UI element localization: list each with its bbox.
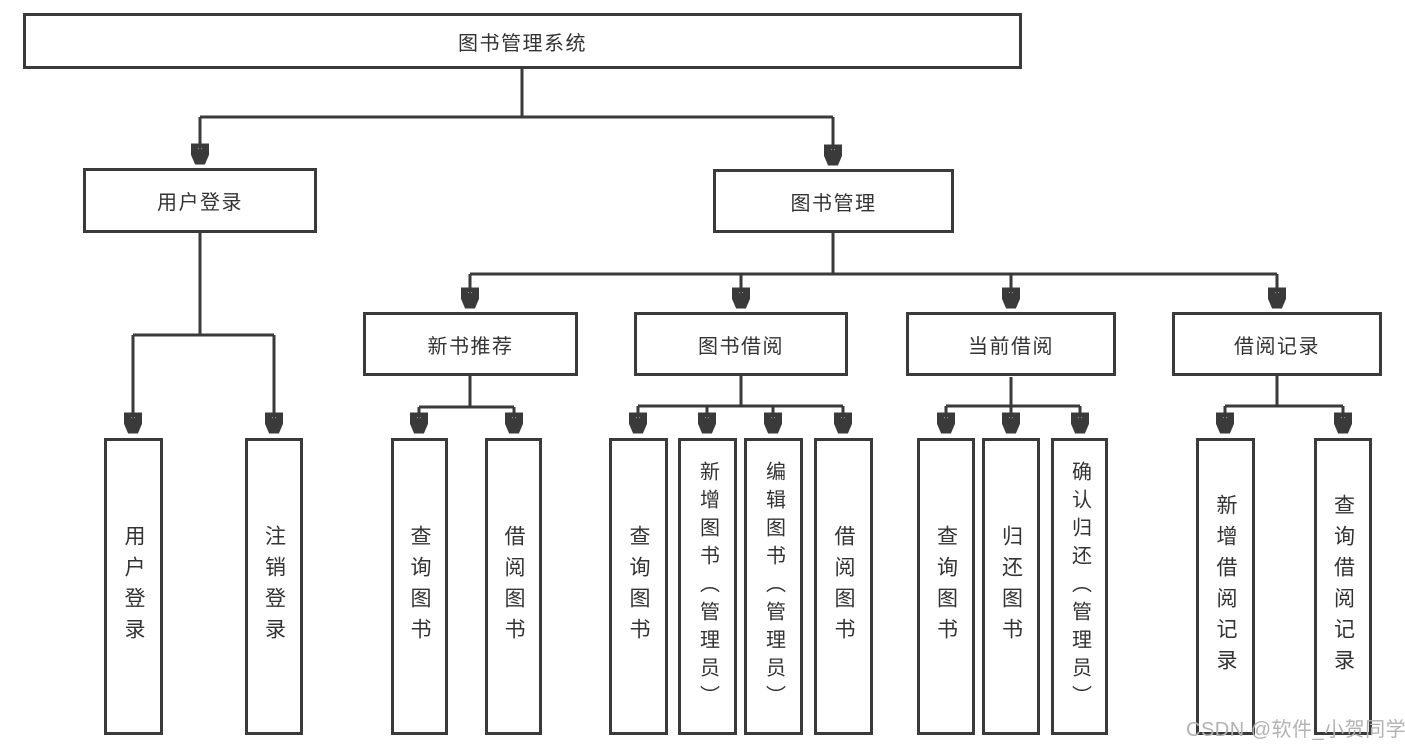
connector-borrow-records-bus (1225, 376, 1343, 408)
connector-user-login-bus (133, 233, 274, 337)
node-current-borrow: 当前借阅 (906, 312, 1116, 376)
leaf-bw-query-books-label: 查询图书 (627, 524, 650, 649)
leaf-br-query-record: 查询借阅记录 (1314, 438, 1372, 735)
leaf-bw-borrow-books-label: 借阅图书 (832, 524, 855, 649)
leaf-bw-edit-books-admin: 编辑图书（管理员） (744, 438, 803, 735)
connector-current-borrow-bus (946, 377, 1080, 408)
leaf-cb-return-books-label: 归还图书 (999, 524, 1023, 649)
leaf-br-query-record-label: 查询借阅记录 (1331, 493, 1355, 680)
leaf-nb-borrow-books-label: 借阅图书 (502, 524, 525, 649)
leaf-nb-query-books: 查询图书 (391, 438, 448, 735)
node-user-login-label: 用户登录 (157, 192, 243, 214)
leaf-logout: 注销登录 (245, 438, 303, 735)
node-book-borrow-label: 图书借阅 (698, 335, 784, 358)
node-current-borrow-label: 当前借阅 (968, 335, 1054, 358)
node-book-management: 图书管理 (713, 169, 954, 233)
node-borrow-records: 借阅记录 (1172, 312, 1382, 376)
leaf-cb-query-books-label: 查询图书 (934, 524, 958, 649)
connector-book-management-bus (470, 233, 1277, 276)
leaf-cb-query-books: 查询图书 (917, 438, 975, 735)
leaf-user-login-label: 用户登录 (122, 524, 145, 649)
node-book-borrow: 图书借阅 (634, 312, 848, 376)
leaf-nb-borrow-books: 借阅图书 (485, 438, 542, 735)
leaf-br-add-record-label: 新增借阅记录 (1214, 493, 1237, 680)
leaf-cb-confirm-return-admin: 确认归还（管理员） (1051, 438, 1108, 735)
leaf-cb-confirm-return-admin-label: 确认归还（管理员） (1068, 460, 1091, 713)
node-new-book-recommend-label: 新书推荐 (427, 335, 514, 358)
node-book-management-label: 图书管理 (790, 192, 877, 215)
leaf-bw-edit-books-admin-label: 编辑图书（管理员） (762, 460, 785, 713)
csdn-watermark: CSDN @软件_小贺同学 (1186, 719, 1405, 741)
leaf-bw-borrow-books: 借阅图书 (814, 438, 873, 735)
leaf-bw-query-books: 查询图书 (609, 438, 668, 735)
leaf-logout-label: 注销登录 (262, 524, 286, 649)
leaf-br-add-record: 新增借阅记录 (1196, 438, 1255, 735)
leaf-bw-add-books-admin: 新增图书（管理员） (678, 438, 737, 735)
connector-new-book-bus (419, 376, 514, 409)
leaf-bw-add-books-admin-label: 新增图书（管理员） (696, 460, 719, 713)
connector-book-borrow-bus (638, 376, 843, 408)
node-user-login: 用户登录 (83, 168, 317, 233)
connector-root-bus (200, 69, 833, 119)
leaf-nb-query-books-label: 查询图书 (408, 524, 431, 649)
node-root-label: 图书管理系统 (458, 32, 587, 55)
node-root-system: 图书管理系统 (23, 13, 1022, 69)
leaf-cb-return-books: 归还图书 (982, 438, 1040, 735)
node-new-book-recommend: 新书推荐 (363, 312, 578, 376)
node-borrow-records-label: 借阅记录 (1234, 335, 1320, 358)
leaf-user-login: 用户登录 (104, 438, 163, 735)
